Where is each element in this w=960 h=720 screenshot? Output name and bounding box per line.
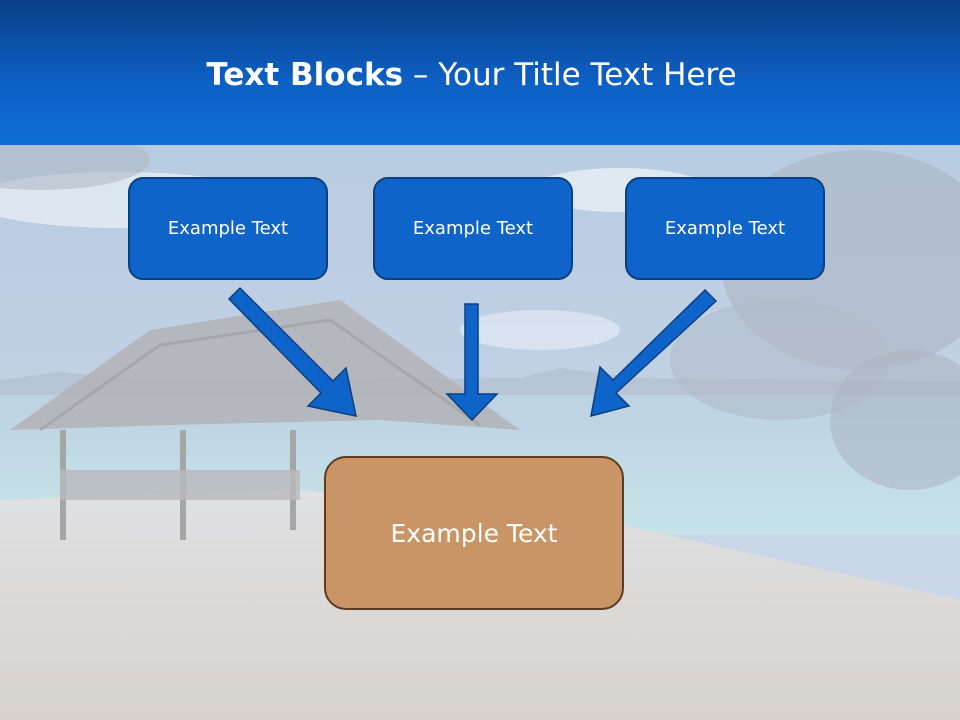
text-block-3-label: Example Text: [664, 218, 786, 239]
title-rest: Your Title Text Here: [438, 57, 737, 93]
title-dash: –: [403, 57, 439, 93]
text-block-1-label: Example Text: [167, 218, 289, 239]
text-block-1[interactable]: Example Text: [128, 177, 328, 280]
title-bold-part: Text Blocks: [206, 57, 404, 93]
target-text-block[interactable]: Example Text: [324, 456, 624, 610]
target-text-block-label: Example Text: [390, 518, 558, 548]
title-bar: [0, 0, 960, 145]
text-block-2-label: Example Text: [412, 218, 534, 239]
text-block-3[interactable]: Example Text: [625, 177, 825, 280]
slide-title: Text Blocks – Your Title Text Here: [0, 55, 943, 95]
text-block-2[interactable]: Example Text: [373, 177, 573, 280]
